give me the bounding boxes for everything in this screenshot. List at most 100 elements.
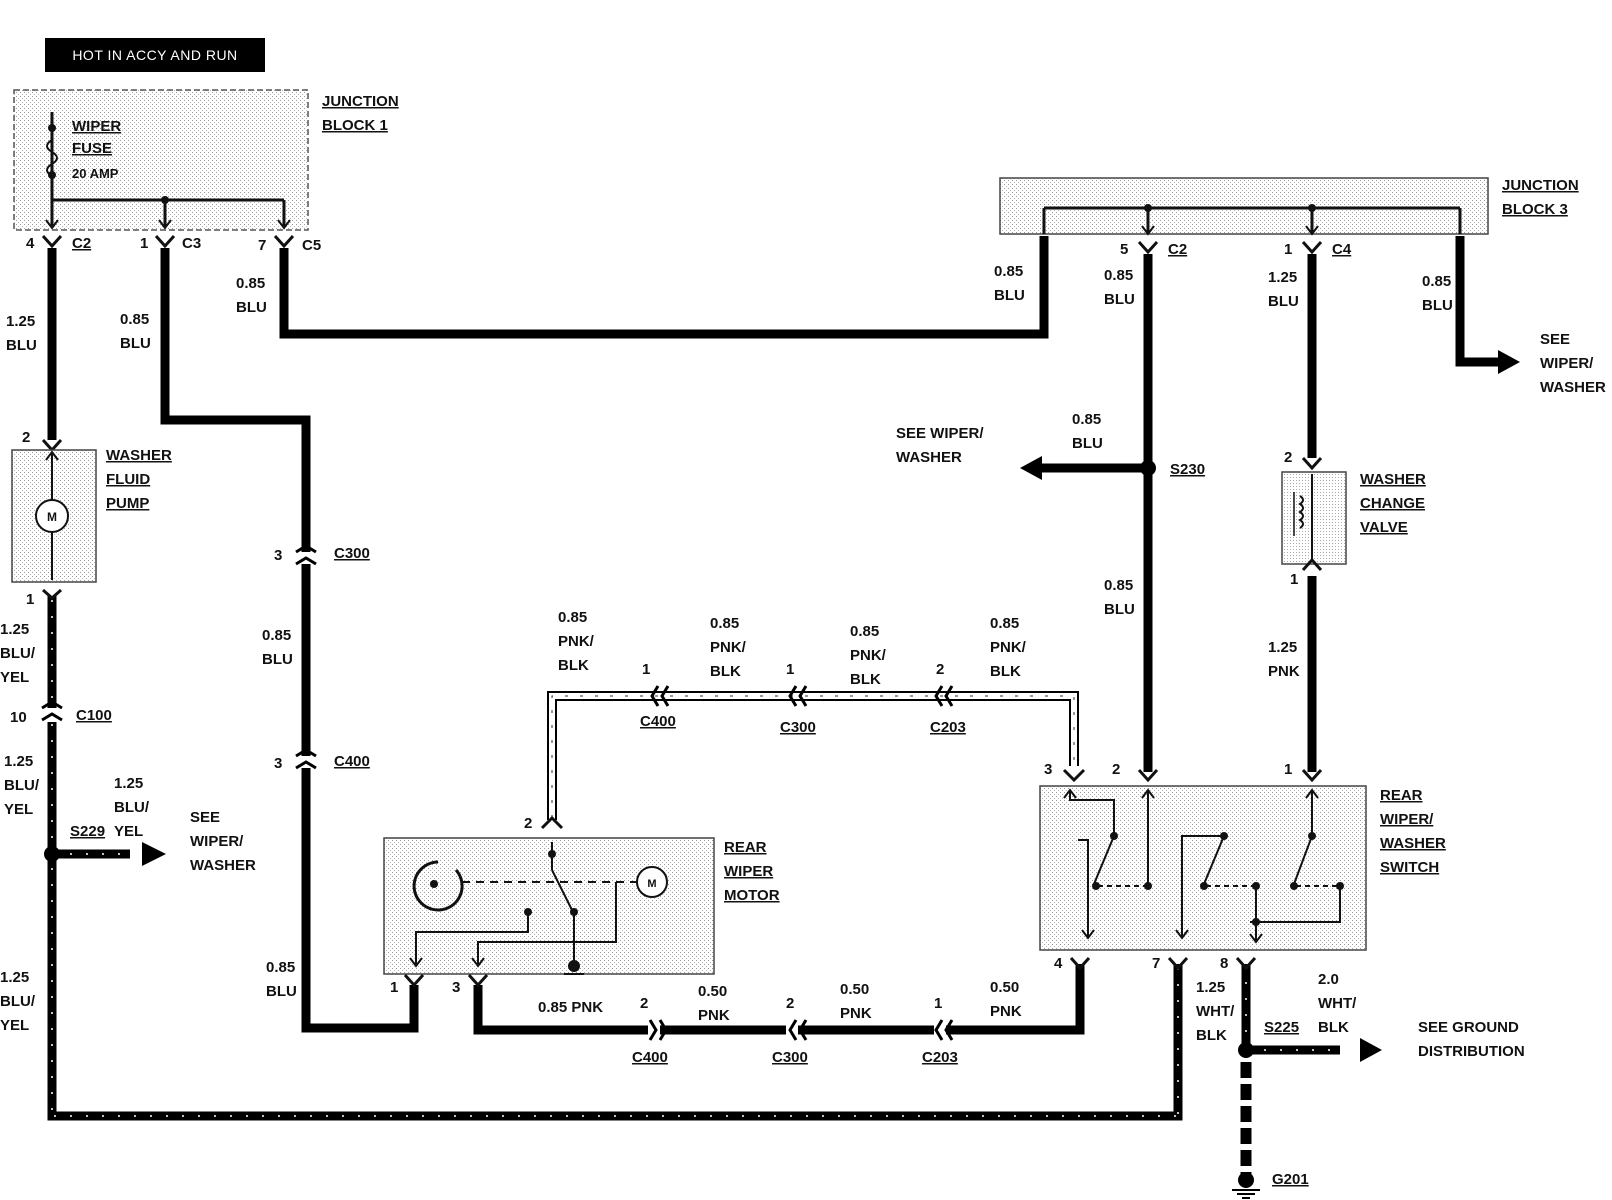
power-header-label: HOT IN ACCY AND RUN <box>72 47 237 63</box>
svg-text:WIPER/: WIPER/ <box>1540 355 1594 372</box>
svg-text:2: 2 <box>640 995 648 1012</box>
jb3-pin-1: 1 <box>1284 241 1292 258</box>
jb1-title-1: JUNCTION <box>322 93 399 110</box>
svg-text:WASHER: WASHER <box>190 857 256 874</box>
fuse-label-2: FUSE <box>72 140 112 157</box>
svg-text:0.85: 0.85 <box>558 609 587 626</box>
svg-text:BLU: BLU <box>6 337 37 354</box>
ref-wiper-washer: SEE <box>1540 331 1570 348</box>
pump-label-3: PUMP <box>106 495 149 512</box>
fuse-rating: 20 AMP <box>72 166 119 181</box>
svg-text:1.25: 1.25 <box>0 621 29 638</box>
splice-s230-label: S230 <box>1170 461 1205 478</box>
svg-text:0.50: 0.50 <box>698 983 727 1000</box>
jb1-conn-c5: C5 <box>302 237 321 254</box>
motor-pin-1: 1 <box>390 979 398 996</box>
svg-text:BLU: BLU <box>1072 435 1103 452</box>
svg-text:BLU/: BLU/ <box>0 645 36 662</box>
svg-text:0.85: 0.85 <box>262 627 291 644</box>
switch-label-3: WASHER <box>1380 835 1446 852</box>
svg-text:C300: C300 <box>780 719 816 736</box>
svg-text:C100: C100 <box>76 707 112 724</box>
jb3-connectors: 5 C2 1 C4 <box>1120 240 1352 258</box>
wire-jb3-right <box>1455 236 1500 367</box>
switch-label-4: SWITCH <box>1380 859 1439 876</box>
jb3-pin-5: 5 <box>1120 241 1128 258</box>
svg-text:0.85: 0.85 <box>1104 267 1133 284</box>
svg-text:BLU: BLU <box>266 983 297 1000</box>
wire-labels: 1.25 BLU 0.85 BLU 0.85 BLU 0.85 BLU 0.85… <box>0 263 1453 1044</box>
fuse-label-1: WIPER <box>72 118 121 135</box>
svg-text:2.0: 2.0 <box>1318 971 1339 988</box>
svg-text:1.25: 1.25 <box>1268 269 1297 286</box>
wire-pnk-blk <box>547 691 1079 820</box>
arrows <box>142 350 1520 1062</box>
motor-pin-3: 3 <box>452 979 460 996</box>
rear-wiper-motor: M 2 1 3 REAR WIPER MOTOR <box>383 815 780 996</box>
svg-text:BLU: BLU <box>1422 297 1453 314</box>
connector-c400-symbol <box>295 748 317 770</box>
svg-text:0.85 PNK: 0.85 PNK <box>538 999 603 1016</box>
svg-text:PNK: PNK <box>1268 663 1300 680</box>
svg-text:PNK/: PNK/ <box>558 633 595 650</box>
jb1-conn-c3: C3 <box>182 235 201 252</box>
connector-c400-symbol <box>650 685 670 707</box>
svg-text:PNK/: PNK/ <box>990 639 1027 656</box>
rear-wiper-washer-switch: 3 2 1 4 7 8 REAR WIPER/ WASHER SWITCH <box>1039 761 1446 972</box>
svg-text:0.85: 0.85 <box>236 275 265 292</box>
svg-text:M: M <box>47 510 57 524</box>
pump-pin-2: 2 <box>22 429 30 446</box>
wire-pnk-right <box>946 964 1085 1035</box>
svg-text:BLU: BLU <box>236 299 267 316</box>
splice-s225 <box>1238 1042 1254 1058</box>
connector-c203-symbol <box>934 1019 954 1041</box>
svg-text:2: 2 <box>786 995 794 1012</box>
connector-c100-symbol <box>41 700 63 722</box>
svg-text:BLU/: BLU/ <box>4 777 40 794</box>
svg-text:BLU: BLU <box>994 287 1025 304</box>
power-header: HOT IN ACCY AND RUN <box>45 38 265 72</box>
svg-text:WHT/: WHT/ <box>1318 995 1357 1012</box>
svg-text:1: 1 <box>642 661 650 678</box>
svg-text:PNK: PNK <box>698 1007 730 1024</box>
ground-g201: G201 <box>1232 1171 1309 1199</box>
solenoid-icon <box>1298 495 1304 529</box>
svg-text:WIPER/: WIPER/ <box>190 833 244 850</box>
svg-text:0.85: 0.85 <box>710 615 739 632</box>
svg-text:BLK: BLK <box>850 671 881 688</box>
svg-text:C400: C400 <box>334 753 370 770</box>
jb1-pin-7: 7 <box>258 237 266 254</box>
wires <box>47 236 1500 1121</box>
junction-block-3: JUNCTION BLOCK 3 <box>999 177 1579 236</box>
svg-text:0.85: 0.85 <box>990 615 1019 632</box>
arrow-right-icon <box>1360 1038 1382 1062</box>
motor-label-1: REAR <box>724 839 767 856</box>
svg-text:C203: C203 <box>930 719 966 736</box>
switch-pin-7: 7 <box>1152 955 1160 972</box>
svg-text:C300: C300 <box>772 1049 808 1066</box>
svg-text:0.85: 0.85 <box>994 263 1023 280</box>
jb1-pin-4: 4 <box>26 235 35 252</box>
svg-text:3: 3 <box>274 547 282 564</box>
valve-label-1: WASHER <box>1360 471 1426 488</box>
svg-text:0.50: 0.50 <box>990 979 1019 996</box>
svg-text:10: 10 <box>10 709 27 726</box>
pump-label-2: FLUID <box>106 471 150 488</box>
svg-text:2: 2 <box>936 661 944 678</box>
svg-text:0.85: 0.85 <box>120 311 149 328</box>
ref-ground-distribution: SEE GROUND <box>1418 1019 1519 1036</box>
switch-pin-3: 3 <box>1044 761 1052 778</box>
svg-text:BLU: BLU <box>262 651 293 668</box>
jb3-conn-c2: C2 <box>1168 241 1187 258</box>
svg-text:BLU: BLU <box>1268 293 1299 310</box>
svg-text:YEL: YEL <box>4 801 33 818</box>
wire-stripes <box>51 600 1338 1117</box>
splice-s230 <box>1140 460 1156 476</box>
wire-c5-jb3 <box>279 236 1049 339</box>
arrow-right-icon <box>142 842 166 866</box>
wire-to-motor-1 <box>301 768 419 1033</box>
svg-text:YEL: YEL <box>0 669 29 686</box>
jb3-title-1: JUNCTION <box>1502 177 1579 194</box>
svg-text:1.25: 1.25 <box>1196 979 1225 996</box>
